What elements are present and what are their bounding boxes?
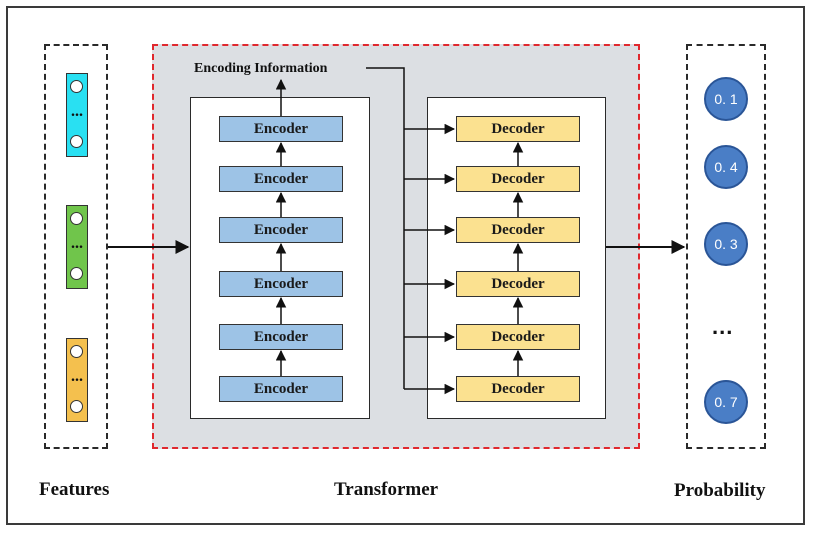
encoder-stack: [190, 97, 370, 419]
feature-node: [70, 345, 83, 358]
encoder-block: Encoder: [219, 116, 343, 142]
feature-ellipsis: ...: [71, 368, 83, 385]
feature-ellipsis: ...: [71, 103, 83, 120]
encoder-block: Encoder: [219, 271, 343, 297]
decoder-block: Decoder: [456, 376, 580, 402]
feature-node: [70, 212, 83, 225]
probability-node: 0. 7: [704, 380, 748, 424]
decoder-block: Decoder: [456, 271, 580, 297]
encoder-block: Encoder: [219, 217, 343, 243]
feature-node: [70, 80, 83, 93]
probability-caption: Probability: [674, 480, 766, 501]
decoder-block: Decoder: [456, 217, 580, 243]
feature-node: [70, 135, 83, 148]
feature-vector-3: ...: [66, 338, 88, 422]
feature-ellipsis: ...: [71, 235, 83, 252]
probability-node: 0. 1: [704, 77, 748, 121]
encoding-information-label: Encoding Information: [194, 61, 328, 76]
feature-vector-1: ...: [66, 73, 88, 157]
features-caption: Features: [39, 479, 110, 500]
probability-node: 0. 4: [704, 145, 748, 189]
decoder-block: Decoder: [456, 166, 580, 192]
feature-node: [70, 267, 83, 280]
encoder-block: Encoder: [219, 166, 343, 192]
decoder-block: Decoder: [456, 116, 580, 142]
encoder-block: Encoder: [219, 324, 343, 350]
decoder-block: Decoder: [456, 324, 580, 350]
decoder-stack: [427, 97, 606, 419]
transformer-caption: Transformer: [334, 479, 439, 500]
probability-ellipsis: ...: [712, 314, 734, 339]
encoder-block: Encoder: [219, 376, 343, 402]
feature-node: [70, 400, 83, 413]
feature-vector-2: ...: [66, 205, 88, 289]
probability-node: 0. 3: [704, 222, 748, 266]
